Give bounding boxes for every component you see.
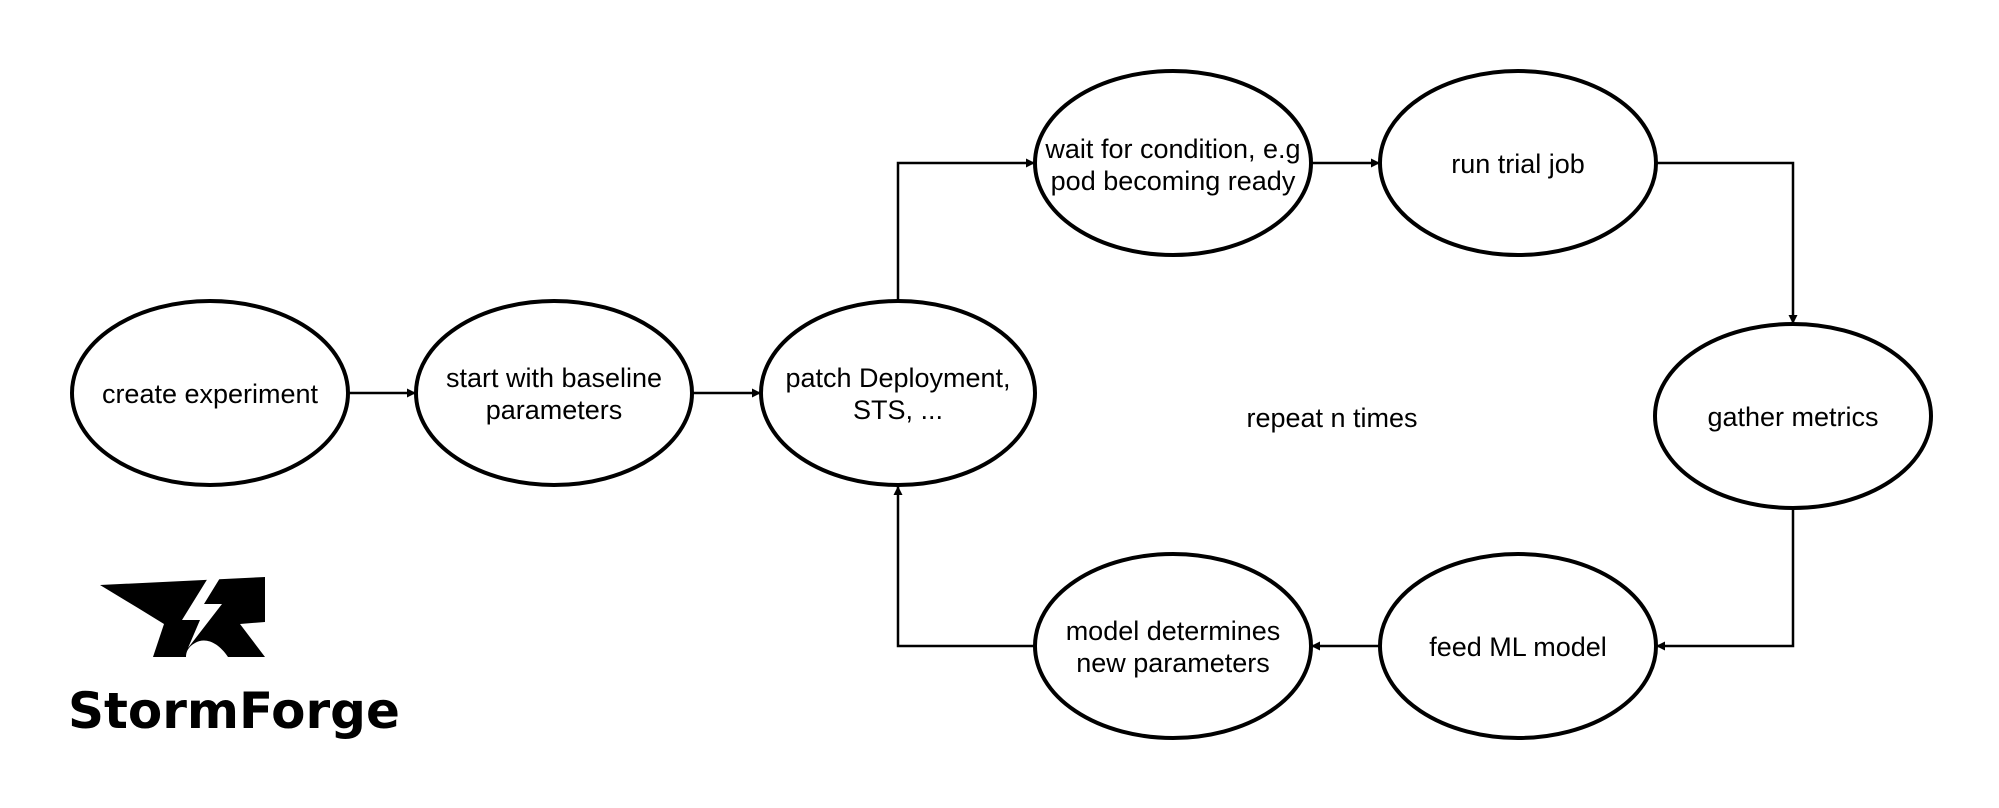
node-label-line: wait for condition, e.g (1044, 134, 1300, 164)
node-patch-deployment: patch Deployment, STS, ... (759, 299, 1037, 487)
node-label-line: create experiment (102, 379, 319, 409)
node-label-line: patch Deployment, (785, 363, 1010, 393)
node-label-line: STS, ... (853, 395, 943, 425)
node-feed-ml-model: feed ML model (1378, 552, 1658, 740)
edge-gather-to-feed (1656, 508, 1795, 651)
brand-name: StormForge (68, 682, 400, 740)
anvil-lightning-icon (100, 577, 265, 657)
node-ellipse (1378, 552, 1658, 740)
edge-model-to-patch (893, 486, 1035, 648)
node-ellipse (414, 299, 694, 487)
node-label-line: model determines (1066, 616, 1281, 646)
node-model-determines: model determines new parameters (1033, 552, 1313, 740)
node-start-with-baseline: start with baseline parameters (414, 299, 694, 487)
node-wait-for-condition: wait for condition, e.g pod becoming rea… (1033, 69, 1313, 257)
node-gather-metrics: gather metrics (1653, 322, 1933, 510)
node-label-line: start with baseline (446, 363, 662, 393)
node-ellipse (70, 299, 350, 487)
edges (348, 158, 1798, 651)
node-label-line: gather metrics (1707, 402, 1878, 432)
node-ellipse (759, 299, 1037, 487)
node-label-line: feed ML model (1429, 632, 1607, 662)
node-ellipse (1033, 69, 1313, 257)
node-label-line: pod becoming ready (1051, 166, 1296, 196)
node-ellipse (1033, 552, 1313, 740)
edge-patch-to-wait (896, 158, 1035, 301)
node-ellipse (1653, 322, 1933, 510)
node-ellipse (1378, 69, 1658, 257)
node-create-experiment: create experiment (70, 299, 350, 487)
edge-run-to-gather (1656, 161, 1798, 324)
node-label-line: parameters (486, 395, 623, 425)
node-label-line: new parameters (1076, 648, 1270, 678)
node-run-trial-job: run trial job (1378, 69, 1658, 257)
loop-label: repeat n times (1246, 403, 1417, 433)
node-label-line: run trial job (1451, 149, 1585, 179)
brand-logo: StormForge (68, 577, 400, 740)
